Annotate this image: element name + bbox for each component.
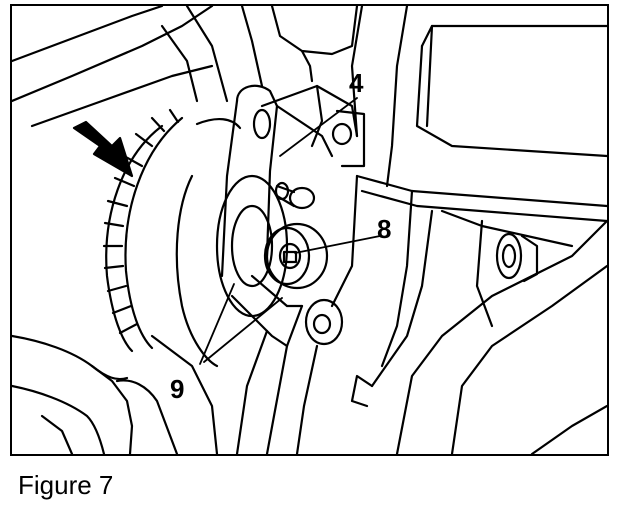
indicator-arrow xyxy=(72,120,134,178)
callout-9: 9 xyxy=(170,374,184,404)
right-frame xyxy=(330,6,607,454)
lower-left-bracket xyxy=(12,334,219,454)
mechanism-drawing: 4 8 9 xyxy=(12,6,607,454)
leader-lines xyxy=(199,97,381,365)
gear-wheel xyxy=(102,108,289,368)
upper-housing xyxy=(12,6,359,128)
leader-line-9b xyxy=(203,297,283,363)
figure-caption: Figure 7 xyxy=(18,470,114,500)
leader-line-9a xyxy=(199,283,235,365)
leader-line-8 xyxy=(294,235,381,254)
lower-lever xyxy=(230,274,344,454)
link-arm xyxy=(220,84,366,278)
pin xyxy=(274,181,316,210)
callout-4: 4 xyxy=(349,68,364,98)
technical-illustration: 4 8 9 xyxy=(10,4,609,456)
roller xyxy=(263,222,329,290)
callout-8: 8 xyxy=(377,214,391,244)
leader-line-4 xyxy=(279,97,358,157)
link-arm-hole xyxy=(252,108,272,140)
